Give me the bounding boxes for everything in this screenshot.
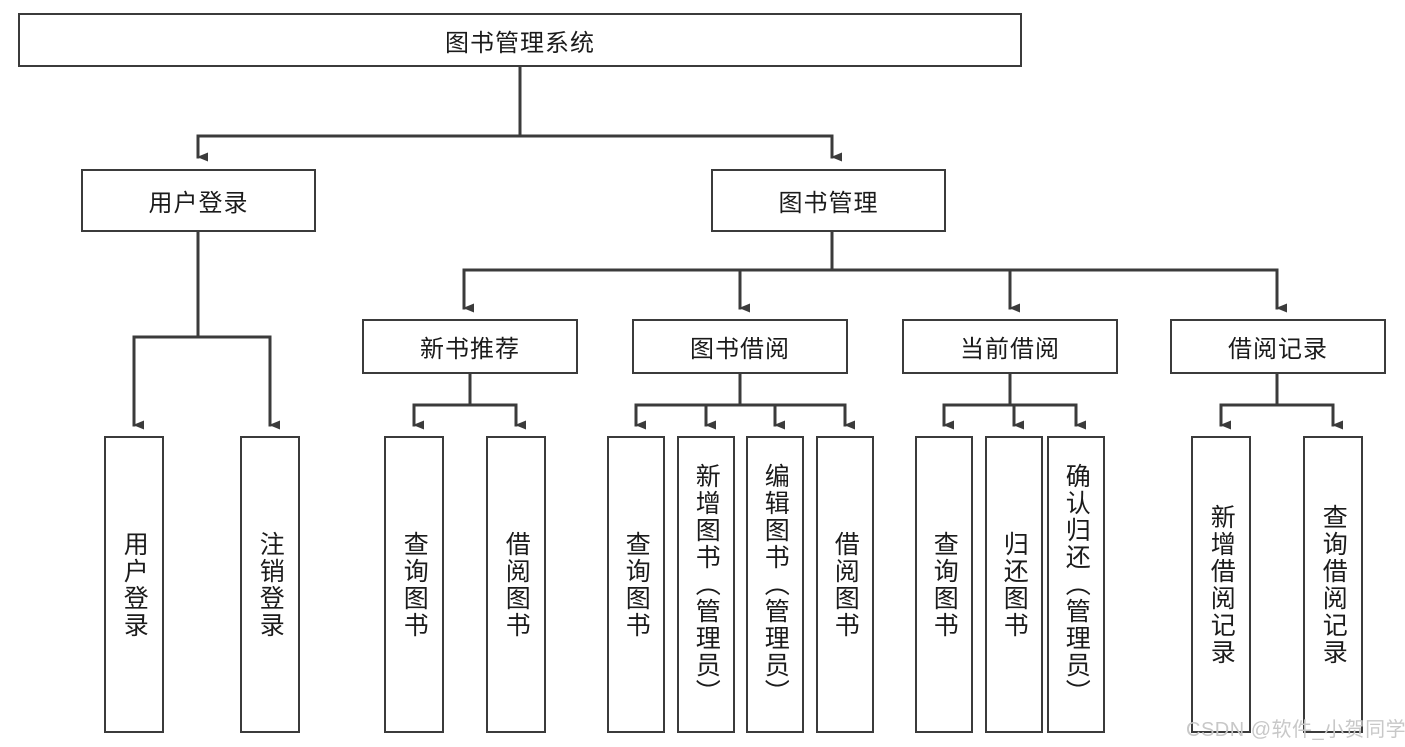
node-leaf-query-borrow-record-label: 查询借阅记录 <box>1319 503 1348 666</box>
node-leaf-add-borrow-record-label: 新增借阅记录 <box>1207 503 1236 666</box>
node-leaf-return-book[interactable]: 归还图书 <box>985 436 1043 733</box>
node-leaf-borrow-book-1-label: 借阅图书 <box>502 530 531 639</box>
node-leaf-query-book-3-label: 查询图书 <box>930 530 959 639</box>
node-current-borrow[interactable]: 当前借阅 <box>902 319 1118 374</box>
node-root-label: 图书管理系统 <box>445 29 595 57</box>
node-leaf-add-book-admin[interactable]: 新增图书（管理员） <box>677 436 735 733</box>
node-book-manage[interactable]: 图书管理 <box>711 169 946 232</box>
node-leaf-edit-book-admin-label: 编辑图书（管理员） <box>761 463 790 706</box>
node-user-login-label: 用户登录 <box>148 190 249 217</box>
node-leaf-query-book-2-label: 查询图书 <box>622 530 651 639</box>
node-new-book-rec-label: 新书推荐 <box>420 336 520 363</box>
node-leaf-borrow-book-1[interactable]: 借阅图书 <box>486 436 546 733</box>
node-leaf-logout-label: 注销登录 <box>256 530 285 639</box>
node-leaf-confirm-return-admin[interactable]: 确认归还（管理员） <box>1047 436 1105 733</box>
node-leaf-user-login[interactable]: 用户登录 <box>104 436 164 733</box>
node-leaf-query-book-1-label: 查询图书 <box>400 530 429 639</box>
node-leaf-logout[interactable]: 注销登录 <box>240 436 300 733</box>
node-leaf-confirm-return-admin-label: 确认归还（管理员） <box>1062 463 1091 706</box>
node-user-login[interactable]: 用户登录 <box>81 169 316 232</box>
node-root[interactable]: 图书管理系统 <box>18 13 1022 67</box>
node-borrow-record[interactable]: 借阅记录 <box>1170 319 1386 374</box>
node-current-borrow-label: 当前借阅 <box>960 336 1060 363</box>
node-leaf-add-book-admin-label: 新增图书（管理员） <box>692 463 721 706</box>
node-leaf-add-borrow-record[interactable]: 新增借阅记录 <box>1191 436 1251 733</box>
node-book-borrow-label: 图书借阅 <box>690 336 790 363</box>
node-leaf-borrow-book-2[interactable]: 借阅图书 <box>816 436 874 733</box>
node-leaf-query-borrow-record[interactable]: 查询借阅记录 <box>1303 436 1363 733</box>
node-leaf-return-book-label: 归还图书 <box>1000 530 1029 639</box>
node-book-borrow[interactable]: 图书借阅 <box>632 319 848 374</box>
node-leaf-query-book-1[interactable]: 查询图书 <box>384 436 444 733</box>
node-leaf-user-login-label: 用户登录 <box>120 530 149 639</box>
node-book-manage-label: 图书管理 <box>778 190 879 217</box>
node-leaf-edit-book-admin[interactable]: 编辑图书（管理员） <box>746 436 804 733</box>
node-borrow-record-label: 借阅记录 <box>1228 336 1328 363</box>
watermark: CSDN @软件_小贺同学 <box>1186 719 1405 741</box>
node-leaf-query-book-3[interactable]: 查询图书 <box>915 436 973 733</box>
node-new-book-rec[interactable]: 新书推荐 <box>362 319 578 374</box>
node-leaf-query-book-2[interactable]: 查询图书 <box>607 436 665 733</box>
node-leaf-borrow-book-2-label: 借阅图书 <box>831 530 860 639</box>
